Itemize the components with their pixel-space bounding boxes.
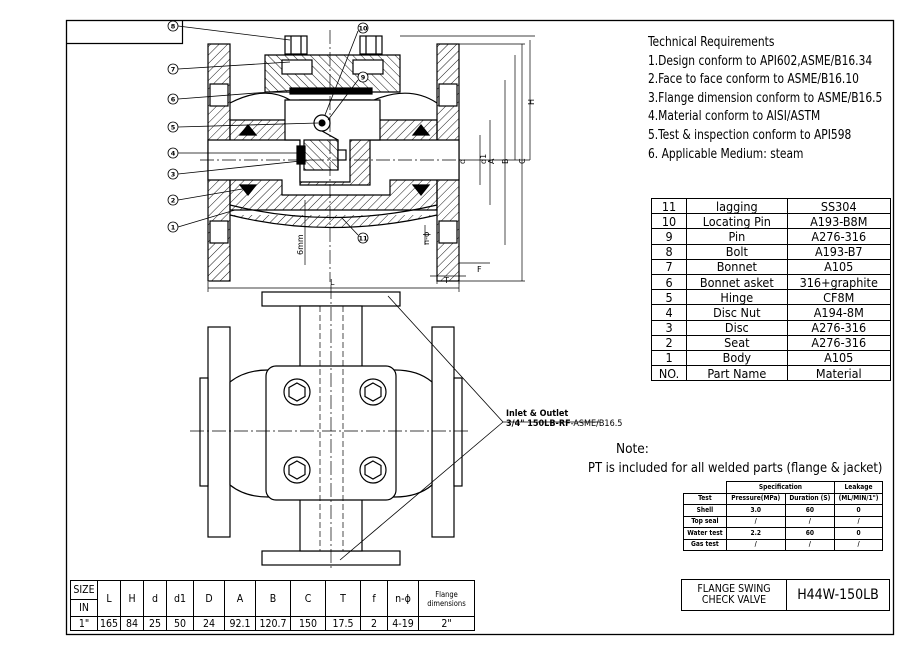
part-balloons: 8 7 6 5 4 3 2 1 10 9 11	[167, 20, 369, 244]
dim-d1-label: d1	[479, 154, 488, 164]
svg-text:5: 5	[171, 124, 176, 132]
balloon-11: 11	[341, 217, 369, 244]
dim-a-label: A	[487, 158, 496, 164]
dim-mm-label: 6mm	[296, 234, 305, 255]
spec-header: Specification	[725, 481, 836, 494]
tech-item: 2.Face to face conform to ASME/B16.10	[648, 72, 859, 88]
svg-text:8: 8	[171, 23, 176, 31]
title-model: H44W-150LB	[786, 579, 890, 611]
inlet-title: Inlet & Outlet	[506, 409, 569, 419]
dimension-table: SIZE L H d d1 D A B C T f n-ϕ Flange dim…	[70, 580, 475, 631]
tech-item: 6. Applicable Medium: steam	[648, 146, 804, 162]
dim-f-label: F	[477, 265, 482, 274]
note-text: PT is included for all welded parts (fla…	[588, 460, 883, 476]
dim-c-label: C	[518, 158, 527, 164]
balloon-2: 2	[167, 187, 249, 206]
section-view	[200, 30, 470, 282]
col-duration: Duration (S)	[784, 492, 836, 505]
balloon-5: 5	[167, 121, 319, 133]
dim-h-label: H	[527, 99, 536, 105]
balloon-7: 7	[167, 61, 291, 75]
tech-item: 5.Test & inspection conform to API598	[648, 127, 852, 143]
test-row: Top seal///	[683, 515, 883, 528]
dimension-lines	[207, 35, 535, 292]
tech-title: Technical Requirements	[648, 35, 775, 50]
svg-text:3: 3	[171, 171, 176, 179]
svg-text:11: 11	[358, 235, 368, 243]
tech-item: 4.Material conform to AISI/ASTM	[648, 109, 821, 125]
leak-header: Leakage	[834, 481, 883, 494]
dimension-labels: H L T F d d1 A B C n-ϕ 6mm	[296, 99, 536, 287]
svg-text:1: 1	[171, 224, 176, 232]
note-label: Note:	[616, 441, 649, 457]
dim-n-label: n-ϕ	[422, 232, 431, 245]
sheet-border	[65, 19, 895, 636]
balloon-3: 3	[167, 159, 311, 180]
dim-t-label: T	[443, 276, 449, 285]
tech-item: 1.Design conform to API602,ASME/B16.34	[648, 53, 873, 69]
dim-d-label: d	[458, 159, 467, 164]
technical-requirements: Technical Requirements 1.Design conform …	[648, 34, 882, 164]
svg-text:2: 2	[171, 197, 176, 205]
size-label: SIZE	[70, 580, 98, 600]
inlet-leaders	[339, 295, 600, 561]
balloon-6: 6	[167, 89, 296, 105]
col-test: Test	[683, 492, 727, 505]
bonnet-bolts	[283, 378, 387, 484]
balloon-9: 9	[327, 71, 369, 121]
dim-b-label: B	[501, 159, 510, 165]
inlet-outlet-label: Inlet & Outlet 3/4" 150LB-RF-ASME/B16.5	[506, 409, 622, 429]
balloon-8: 8	[167, 20, 291, 41]
title-name: FLANGE SWING CHECK VALVE	[681, 579, 787, 611]
tech-item: 3.Flange dimension conform to ASME/B16.5	[648, 90, 883, 106]
svg-text:10: 10	[358, 25, 368, 33]
in-label: IN	[70, 599, 98, 617]
col-pressure: Pressure(MPa)	[725, 492, 786, 505]
dimension-values-row: 1" 165 84 25 50 24 92.1 120.7 150 17.5 2…	[70, 616, 475, 631]
svg-text:9: 9	[361, 74, 366, 82]
svg-text:4: 4	[171, 150, 176, 158]
col-leak-unit: (ML/MIN/1")	[834, 492, 883, 505]
title-block: FLANGE SWING CHECK VALVE H44W-150LB	[681, 579, 890, 611]
dim-l-label: L	[330, 278, 335, 287]
balloon-10: 10	[324, 22, 369, 116]
test-table: Specification Leakage Test Pressure(MPa)…	[683, 481, 883, 551]
balloon-1: 1	[167, 209, 236, 233]
svg-text:6: 6	[171, 96, 176, 104]
plan-view	[190, 285, 470, 570]
balloon-4: 4	[167, 147, 300, 159]
inlet-spec: 3/4" 150LB-RF-ASME/B16.5	[506, 419, 623, 429]
test-row: Gas test///	[683, 538, 883, 551]
svg-text:7: 7	[171, 66, 176, 74]
